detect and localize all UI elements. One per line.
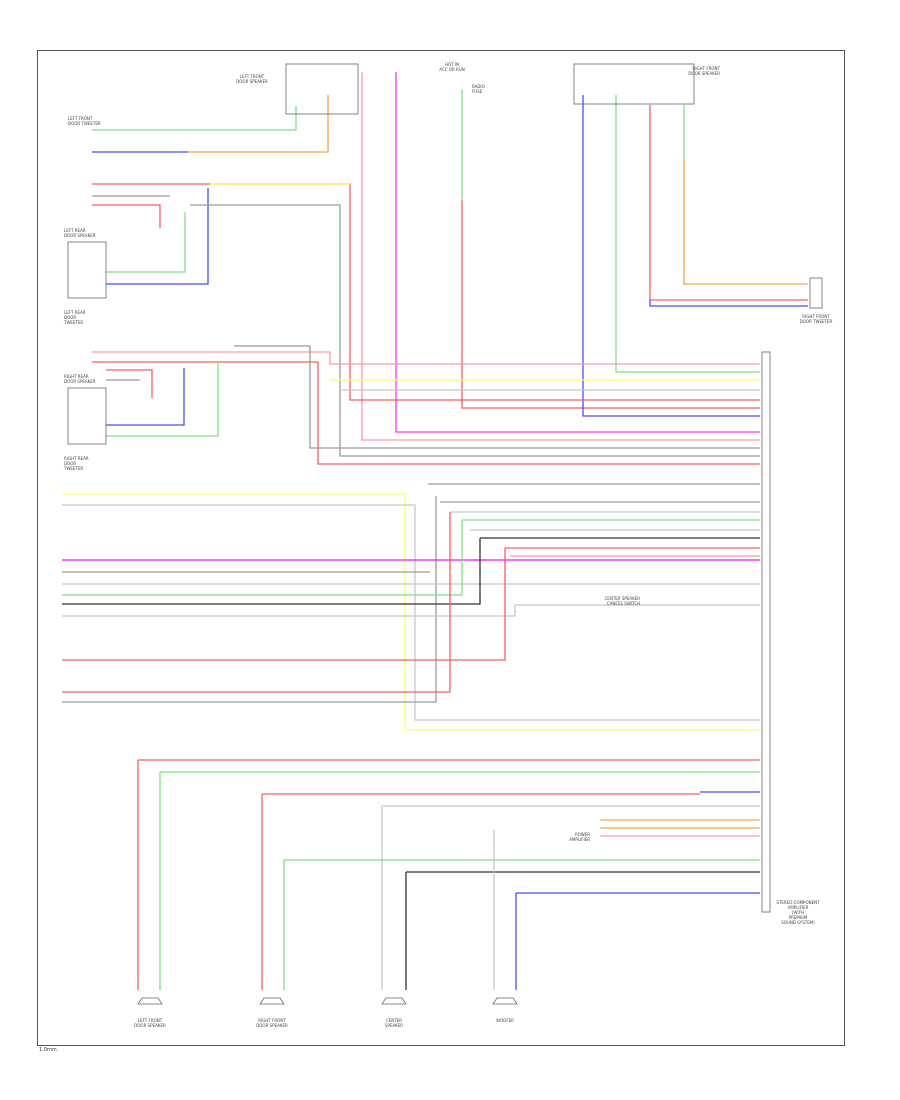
wire-red-13 <box>92 183 760 401</box>
wire-pink-3 <box>361 72 760 441</box>
wire-green-0 <box>92 106 297 131</box>
wire-green-8 <box>615 95 760 373</box>
wire-lightgray-45 <box>62 604 760 617</box>
wire-orange-2 <box>188 95 329 153</box>
wire-blue-10 <box>649 300 808 307</box>
amplifier-connector-strip <box>761 351 771 913</box>
wire-red-47 <box>62 512 451 693</box>
wire-orange-12 <box>683 160 808 285</box>
diagram-frame <box>37 50 845 1046</box>
wire-red-22 <box>106 369 153 398</box>
wire-lightgray-30 <box>62 504 760 721</box>
wire-gray-32 <box>62 496 437 703</box>
left-front-speaker-connector <box>285 63 359 115</box>
wire-red-6 <box>461 200 760 409</box>
wire-green-17 <box>106 212 186 273</box>
wire-yellow-29 <box>62 493 760 731</box>
wire-red-9 <box>649 105 808 301</box>
wire-blue-24 <box>106 368 185 426</box>
wire-gray-26 <box>234 345 760 449</box>
label-woofer: WOOFER <box>496 1018 514 1023</box>
wire-blue-7 <box>582 95 760 417</box>
wire-pink-20 <box>92 351 760 365</box>
right-front-tweeter-connector <box>809 277 823 309</box>
wire-red-46 <box>62 548 506 661</box>
right-rear-speaker-box <box>67 387 107 445</box>
wire-red-21 <box>92 361 760 465</box>
right-front-speaker-connector <box>573 63 695 105</box>
left-rear-speaker-box <box>67 241 107 299</box>
wire-red-16 <box>92 204 161 228</box>
footer-code: 1.0mm <box>39 1047 57 1053</box>
center-speaker-body <box>381 997 407 1005</box>
right-front-woofer-speaker <box>259 997 285 1005</box>
wire-black-44 <box>62 538 481 605</box>
wire-blue-18 <box>106 188 209 285</box>
left-front-woofer-speaker <box>137 997 163 1005</box>
component-group <box>67 63 823 1005</box>
wire-group <box>62 72 808 990</box>
wire-green-25 <box>106 362 219 437</box>
wire-green-43 <box>62 520 463 596</box>
wire-gray-19 <box>190 204 760 457</box>
woofer-speaker-body <box>492 997 518 1005</box>
wire-magenta-4 <box>395 72 760 433</box>
